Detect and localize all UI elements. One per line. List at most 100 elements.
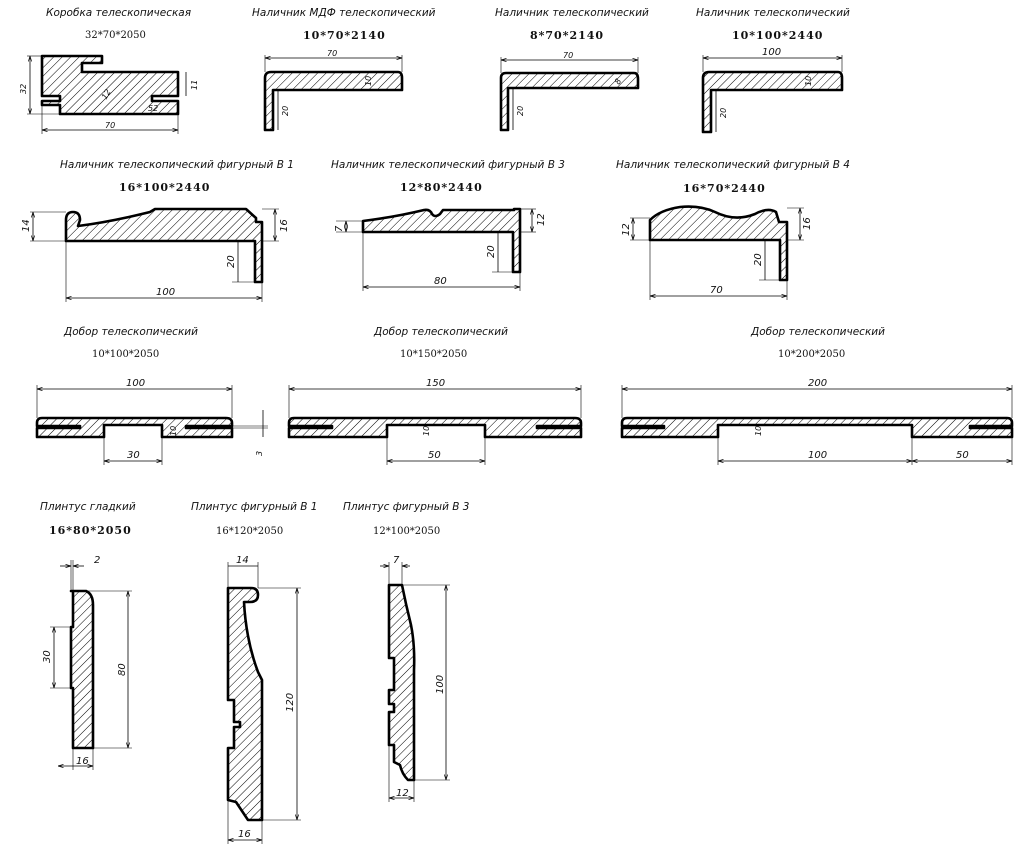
dim-label: 14 (236, 555, 249, 566)
profile-size: 10*100*2050 (92, 349, 159, 360)
profile-size: 10*70*2140 (303, 29, 386, 42)
profile-extension-100: Добор телескопический 10*100*2050 100 10… (35, 326, 268, 465)
dim-label: 16 (279, 219, 290, 232)
dim-label: 52 (148, 104, 158, 113)
dim-label: 120 (285, 693, 296, 712)
profile-baseboard-figured-b1: Плинтус фигурный В 1 16*120*2050 14 120 … (191, 501, 317, 844)
profile-box-telescopic: Коробка телескопическая 32*70*2050 32 70… (19, 7, 199, 134)
dim-label: 70 (710, 285, 723, 296)
dim-label: 80 (434, 276, 447, 287)
profile-title: Наличник телескопический фигурный В 1 (60, 159, 294, 171)
profile-casing-figured-b3: Наличник телескопический фигурный В 3 12… (331, 159, 565, 291)
dim-label: 12 (396, 788, 409, 799)
baseboard-section (226, 586, 264, 822)
extension-section (35, 416, 234, 439)
dim-label: 16 (76, 756, 89, 767)
casing-section (701, 70, 844, 134)
dim-label: 10 (169, 426, 178, 436)
dim-label: 30 (127, 450, 140, 461)
profile-size: 12*100*2050 (373, 526, 440, 537)
casing-figured-section (648, 205, 789, 282)
baseboard-section (69, 589, 95, 750)
profile-size: 16*80*2050 (49, 524, 132, 537)
dim-label: 20 (486, 245, 497, 258)
dim-label: 20 (719, 108, 728, 118)
profile-baseboard-smooth: Плинтус гладкий 16*80*2050 2 30 80 16 (40, 501, 136, 770)
dim-label: 70 (563, 51, 573, 60)
dim-label: 20 (753, 253, 764, 266)
profile-baseboard-figured-b3: Плинтус фигурный В 3 12*100*2050 7 100 1… (343, 501, 469, 802)
profile-size: 8*70*2140 (530, 29, 604, 42)
casing-section (499, 71, 640, 132)
profile-title: Добор телескопический (63, 326, 198, 338)
extension-section (287, 416, 583, 439)
dim-label: 10 (364, 76, 373, 86)
profile-title: Наличник телескопический фигурный В 3 (331, 159, 565, 171)
profile-size: 32*70*2050 (85, 30, 146, 41)
dim-label: 100 (435, 675, 446, 694)
profile-extension-150: Добор телескопический 10*150*2050 150 10… (287, 326, 583, 465)
dim-label: 50 (956, 450, 969, 461)
dim-label: 200 (808, 378, 827, 389)
dim-label: 16 (238, 829, 251, 840)
dim-label: 12 (536, 213, 547, 226)
profile-title: Плинтус фигурный В 1 (191, 501, 317, 513)
profile-casing-figured-b4: Наличник телескопический фигурный В 4 16… (616, 159, 850, 300)
baseboard-section (387, 583, 416, 782)
dim-label: 20 (281, 106, 290, 116)
profile-size: 12*80*2440 (400, 181, 483, 194)
profile-casing-10x100: Наличник телескопический 10*100*2440 100… (696, 7, 850, 134)
dim-label: 50 (428, 450, 441, 461)
dim-label: 12 (621, 223, 632, 236)
dim-label: 12 (100, 88, 113, 101)
profile-casing-8x70: Наличник телескопический 8*70*2140 70 8 … (495, 7, 649, 132)
dim-label: 16 (802, 217, 813, 230)
dim-label: 100 (762, 47, 781, 58)
dim-label: 80 (117, 663, 128, 676)
profile-size: 16*100*2440 (119, 181, 210, 194)
profile-title: Наличник телескопический (696, 7, 850, 19)
dim-label: 8 (613, 77, 623, 86)
dim-label: 30 (42, 650, 53, 663)
profile-size: 10*200*2050 (778, 349, 845, 360)
dim-label: 70 (105, 121, 115, 130)
profile-casing-mdf: Наличник МДФ телескопический 10*70*2140 … (252, 7, 436, 132)
dim-label: 11 (190, 80, 199, 90)
profile-size: 16*120*2050 (216, 526, 283, 537)
profile-title: Добор телескопический (373, 326, 508, 338)
profile-title: Плинтус гладкий (40, 501, 136, 513)
dim-label: 70 (327, 49, 337, 58)
profile-title: Наличник МДФ телескопический (252, 7, 436, 19)
profile-title: Коробка телескопическая (46, 7, 191, 19)
profile-title: Плинтус фигурный В 3 (343, 501, 469, 513)
dim-label: 100 (126, 378, 145, 389)
dim-label: 2 (94, 555, 100, 566)
dim-label: 14 (21, 219, 32, 232)
dim-label: 7 (334, 225, 345, 232)
dim-label: 20 (516, 106, 525, 116)
profile-casing-figured-b1: Наличник телескопический фигурный В 1 16… (21, 159, 294, 302)
profile-extension-200: Добор телескопический 10*200*2050 200 10… (620, 326, 1014, 465)
dim-label: 20 (226, 255, 237, 268)
casing-figured-section (64, 207, 264, 284)
dim-label: 7 (393, 555, 400, 566)
extension-section (620, 416, 1014, 439)
box-section (40, 54, 180, 116)
dim-label: 100 (156, 287, 175, 298)
casing-section (263, 70, 404, 132)
profile-size: 10*100*2440 (732, 29, 823, 42)
dim-label: 10 (754, 426, 763, 436)
profile-size: 10*150*2050 (400, 349, 467, 360)
dim-label: 150 (426, 378, 445, 389)
dim-label: 100 (808, 450, 827, 461)
profile-title: Добор телескопический (750, 326, 885, 338)
dim-label: 32 (19, 84, 28, 94)
casing-figured-section (361, 207, 522, 274)
profile-title: Наличник телескопический фигурный В 4 (616, 159, 850, 171)
profile-size: 16*70*2440 (683, 182, 766, 195)
dim-label: 10 (422, 426, 431, 436)
dim-label: 10 (804, 76, 813, 86)
dim-label: 3 (255, 451, 264, 456)
profile-title: Наличник телескопический (495, 7, 649, 19)
